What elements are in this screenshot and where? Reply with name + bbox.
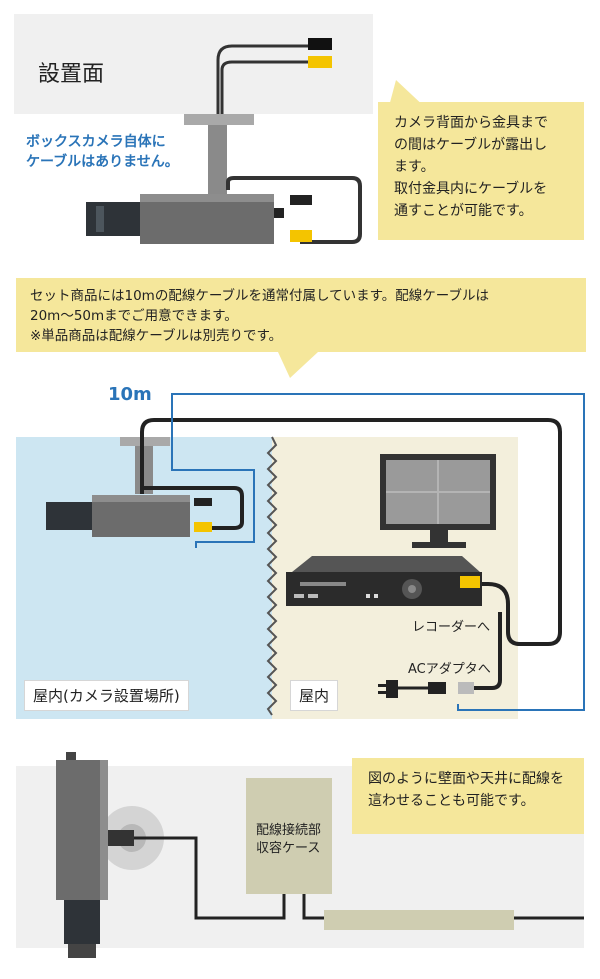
junction-box-line: 収容ケース	[256, 841, 321, 856]
no-cable-note: ボックスカメラ自体に ケーブルはありません。	[26, 134, 179, 170]
callout-wall-wiring: 図のように壁面や天井に配線を 這わせることも可能です。	[352, 758, 584, 834]
camera-body-3	[56, 760, 108, 900]
junction-box-line: 配線接続部	[256, 823, 322, 838]
indoor-camera-tag: 屋内(カメラ設置場所)	[24, 680, 189, 711]
camera-lens	[86, 202, 142, 236]
install-surface-label: 設置面	[38, 62, 105, 87]
callout-line: 図のように壁面や天井に配線を	[368, 771, 564, 787]
callout-line: 20m〜50mまでご用意できます。	[30, 308, 238, 324]
cable-length-label: 10m	[108, 384, 152, 405]
camera-lens-2	[46, 502, 94, 530]
recorder	[286, 572, 482, 606]
video-connector	[308, 56, 332, 68]
callout-line: ます。	[394, 159, 435, 175]
dc-connector	[308, 38, 332, 50]
callout-line: の間はケーブルが露出し	[394, 137, 548, 153]
wall-cable	[134, 836, 286, 920]
junction-box	[246, 778, 332, 894]
callout-line: 取付金具内にケーブルを	[394, 181, 548, 197]
callout-exposed-cable: カメラ背面から金具まで の間はケーブルが露出し ます。 取付金具内にケーブルを …	[378, 102, 584, 240]
callout-cable-info: セット商品には10mの配線ケーブルを通常付属しています。配線ケーブルは 20m〜…	[16, 278, 586, 352]
junction-box-label: 配線接続部 収容ケース	[256, 822, 332, 858]
indoor-tag: 屋内	[290, 680, 339, 711]
main-cable	[140, 418, 562, 646]
adapter-label: ACアダプタへ	[408, 662, 491, 677]
callout-line: ※単品商品は配線ケーブルは別売りです。	[30, 328, 283, 344]
callout-line: セット商品には10mの配線ケーブルを通常付属しています。配線ケーブルは	[30, 288, 489, 304]
mount-plate	[184, 114, 254, 125]
cable-duct	[324, 910, 514, 930]
callout-line: 這わせることも可能です。	[368, 793, 535, 809]
camera-body	[140, 194, 274, 244]
callout-line: 通すことが可能です。	[394, 203, 533, 219]
callout-line: カメラ背面から金具まで	[394, 115, 548, 131]
recorder-label: レコーダーへ	[412, 620, 491, 635]
camera-lens-3	[64, 900, 100, 944]
recorder-top	[292, 556, 480, 572]
mount-pole	[208, 125, 227, 197]
wall-divider	[266, 436, 278, 716]
exposed-cable	[226, 176, 362, 244]
